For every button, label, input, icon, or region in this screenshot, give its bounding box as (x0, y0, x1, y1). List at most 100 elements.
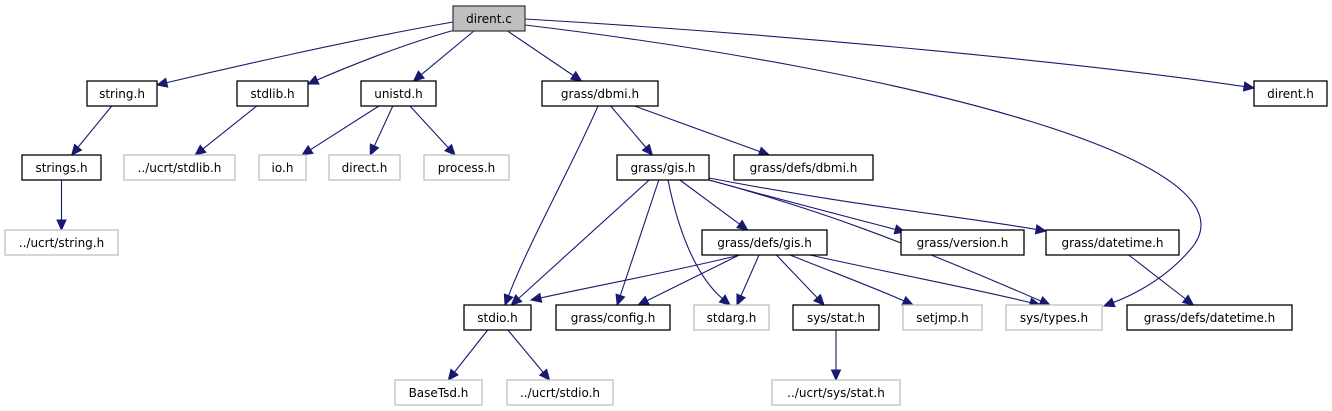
node-process-h: process.h (423, 154, 510, 181)
edge-unistd_h-to-process_h (409, 105, 456, 156)
node-ucrt-stdio-h: ../ucrt/stdio.h (506, 379, 614, 406)
arrowhead-icon (813, 293, 825, 306)
edge-line (309, 105, 380, 151)
node-label: ../ucrt/string.h (19, 236, 104, 250)
edge-line (507, 105, 599, 297)
edge-line (610, 105, 647, 149)
node-stdio-h[interactable]: stdio.h (463, 304, 532, 331)
node-box (394, 379, 483, 406)
node-label: stdlib.h (250, 87, 294, 101)
edge-grass_gis_h-to-grass_config_h (615, 179, 660, 307)
node-dirent-c[interactable]: dirent.c (452, 5, 526, 32)
node-grass-dbmi-h[interactable]: grass/dbmi.h (541, 80, 659, 107)
edge-line (634, 105, 761, 153)
arrowhead-icon (503, 293, 514, 307)
edge-line (453, 329, 489, 374)
edge-stdio_h-to-basetsd_h (447, 329, 489, 381)
node-label: sys/types.h (1020, 311, 1088, 325)
edge-line (776, 254, 819, 299)
node-box (21, 154, 102, 181)
node-grass-defs-datetime-h[interactable]: grass/defs/datetime.h (1126, 304, 1293, 331)
node-label: grass/config.h (571, 311, 656, 325)
edge-line (619, 179, 660, 297)
node-grass-gis-h[interactable]: grass/gis.h (616, 154, 710, 181)
node-ucrt-string-h: ../ucrt/string.h (4, 229, 119, 256)
node-label: BaseTsd.h (409, 386, 469, 400)
node-box (1126, 304, 1293, 331)
node-grass-version-h[interactable]: grass/version.h (900, 229, 1025, 256)
arrowhead-icon (830, 369, 842, 382)
edge-line (524, 18, 1246, 88)
edge-grass_gis_h-to-stdio_h (510, 179, 650, 306)
arrowhead-icon (70, 143, 83, 156)
node-sys-stat-h[interactable]: sys/stat.h (792, 304, 880, 331)
edge-line (165, 21, 454, 84)
node-grass-config-h[interactable]: grass/config.h (555, 304, 671, 331)
edge-line (708, 179, 897, 231)
node-ucrt-sys-stat-h: ../ucrt/sys/stat.h (771, 379, 901, 406)
edge-dirent_c-to-grass_dbmi_h (507, 30, 583, 82)
edge-line (679, 179, 741, 226)
node-direct-h: direct.h (328, 154, 401, 181)
node-box (1253, 80, 1328, 107)
node-box (733, 154, 874, 181)
node-grass-datetime-h[interactable]: grass/datetime.h (1045, 229, 1180, 256)
edge-dirent_c-to-stdlib_h (306, 29, 456, 85)
edge-line (539, 254, 741, 299)
arrowhead-icon (529, 292, 543, 303)
node-stdlib-h[interactable]: stdlib.h (236, 80, 309, 107)
node-box (701, 229, 828, 256)
edge-grass_defs_gis_h-to-stdio_h (529, 254, 741, 303)
edge-line (524, 24, 1202, 304)
node-setjmp-h: setjmp.h (902, 304, 983, 331)
edge-line (667, 179, 724, 300)
node-box (693, 304, 770, 331)
arrowhead-icon (510, 294, 523, 306)
node-box (463, 304, 532, 331)
arrowhead-icon (301, 144, 314, 156)
edge-line (373, 105, 394, 148)
node-label: unistd.h (374, 87, 423, 101)
edge-line (789, 254, 906, 302)
edge-line (517, 179, 650, 300)
node-label: io.h (272, 161, 294, 175)
node-label: setjmp.h (916, 311, 968, 325)
node-box (236, 80, 309, 107)
edge-stdlib_h-to-ucrt_stdlib_h (194, 105, 258, 156)
node-label: direct.h (342, 161, 388, 175)
node-label: stdio.h (477, 311, 517, 325)
node-io-h: io.h (258, 154, 307, 181)
node-strings-h[interactable]: strings.h (21, 154, 102, 181)
node-label: strings.h (35, 161, 87, 175)
node-label: grass/version.h (917, 236, 1009, 250)
edge-grass_gis_h-to-grass_defs_gis_h (679, 179, 749, 231)
node-label: ../ucrt/stdlib.h (138, 161, 222, 175)
node-grass-defs-gis-h[interactable]: grass/defs/gis.h (701, 229, 828, 256)
arrowhead-icon (1181, 294, 1195, 306)
edge-dirent_c-to-dirent_h (524, 18, 1256, 92)
node-box (1005, 304, 1103, 331)
node-string-h[interactable]: string.h (86, 80, 158, 107)
arrowhead-icon (1242, 81, 1256, 92)
arrowhead-icon (1038, 295, 1052, 306)
edge-grass_datetime_h-to-grass_defs_datetime_h (1128, 254, 1195, 306)
edge-unistd_h-to-io_h (301, 105, 380, 156)
arrowhead-icon (306, 74, 320, 85)
arrowhead-icon (615, 293, 626, 307)
edge-line (646, 254, 740, 302)
node-box (771, 379, 901, 406)
node-box (792, 304, 880, 331)
node-dirent-h[interactable]: dirent.h (1253, 80, 1328, 107)
arrowhead-icon (1102, 297, 1116, 308)
edge-dirent_c-to-unistd_h (412, 30, 475, 82)
node-box (900, 229, 1025, 256)
node-basetsd-h: BaseTsd.h (394, 379, 483, 406)
node-unistd-h[interactable]: unistd.h (360, 80, 437, 107)
node-box (452, 5, 526, 32)
arrowhead-icon (412, 70, 426, 82)
node-grass-defs-dbmi-h[interactable]: grass/defs/dbmi.h (733, 154, 874, 181)
node-label: ../ucrt/sys/stat.h (787, 386, 885, 400)
node-label: ../ucrt/stdio.h (520, 386, 600, 400)
node-label: sys/stat.h (807, 311, 865, 325)
